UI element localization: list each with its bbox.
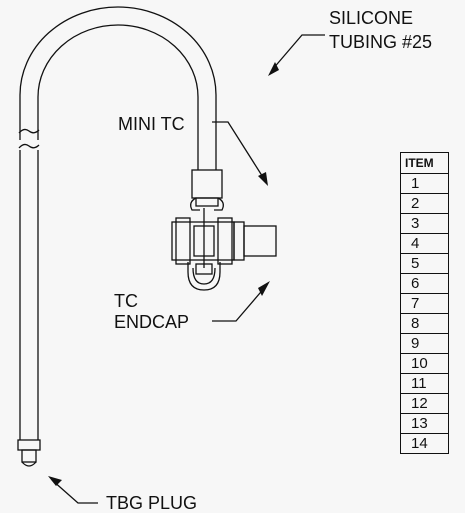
- table-row: 11: [400, 373, 449, 394]
- clamp-left-block: [175, 217, 191, 265]
- ferrule-body: [171, 221, 235, 261]
- item-number: 9: [400, 333, 449, 354]
- item-number: 7: [400, 293, 449, 314]
- clamp-loop-inner: [192, 267, 216, 285]
- endcap-flange: [233, 221, 245, 261]
- endcap-stub: [243, 225, 277, 257]
- leader-silicone: [271, 34, 325, 71]
- item-table: ITEM 1 2 3 4 5 6 7 8 9 10 11 12 13 14: [400, 152, 449, 454]
- item-number: 10: [400, 353, 449, 374]
- arrow-mini-tc: [258, 172, 268, 186]
- silicone-tubing-inner: [37, 24, 199, 170]
- item-number: 2: [400, 193, 449, 214]
- leader-tbg-plug: [51, 479, 98, 504]
- clamp-loop: [187, 262, 221, 291]
- mini-tc-clamp-top: [195, 197, 219, 207]
- table-row: 9: [400, 333, 449, 354]
- item-number: 3: [400, 213, 449, 234]
- label-tc-endcap-line2: ENDCAP: [114, 312, 189, 332]
- tube-end-collar: [191, 169, 223, 199]
- break-mark-top: [18, 128, 40, 134]
- mini-tc-wing-left: [190, 197, 200, 211]
- arrow-tc-endcap: [258, 281, 270, 296]
- item-table-header: ITEM: [400, 152, 449, 174]
- break-mark-bottom: [18, 143, 40, 149]
- label-tbg-plug: TBG PLUG: [106, 493, 197, 513]
- item-number: 5: [400, 253, 449, 274]
- table-row: 6: [400, 273, 449, 294]
- tbg-plug-body: [21, 449, 37, 463]
- item-number: 8: [400, 313, 449, 334]
- clamp-right-block: [217, 217, 233, 265]
- table-row: 10: [400, 353, 449, 374]
- item-number: 13: [400, 413, 449, 434]
- table-row: 14: [400, 433, 449, 454]
- table-row: 1: [400, 173, 449, 194]
- table-row: 8: [400, 313, 449, 334]
- tbg-plug-band: [17, 439, 41, 451]
- clamp-screw: [195, 263, 213, 275]
- leader-tc-endcap: [212, 285, 267, 322]
- leader-mini-tc: [212, 121, 267, 183]
- label-mini-tc: MINI TC: [118, 114, 185, 134]
- mini-tc-wing-right: [214, 197, 224, 211]
- item-number: 1: [400, 173, 449, 194]
- table-row: 7: [400, 293, 449, 314]
- table-row: 3: [400, 213, 449, 234]
- item-number: 11: [400, 373, 449, 394]
- tbg-plug-tip: [21, 461, 37, 467]
- table-row: 2: [400, 193, 449, 214]
- table-row: 13: [400, 413, 449, 434]
- item-number: 6: [400, 273, 449, 294]
- table-row: 4: [400, 233, 449, 254]
- item-number: 4: [400, 233, 449, 254]
- arrow-tbg-plug: [48, 476, 62, 486]
- arrow-silicone: [268, 62, 279, 76]
- table-row: 5: [400, 253, 449, 274]
- item-number: 14: [400, 433, 449, 454]
- silicone-tubing-outer: [19, 6, 217, 170]
- label-silicone-line1: SILICONE: [329, 8, 413, 28]
- label-tc-endcap-line1: TC: [114, 291, 138, 311]
- label-silicone-line2: TUBING #25: [329, 32, 432, 52]
- item-number: 12: [400, 393, 449, 414]
- table-row: 12: [400, 393, 449, 414]
